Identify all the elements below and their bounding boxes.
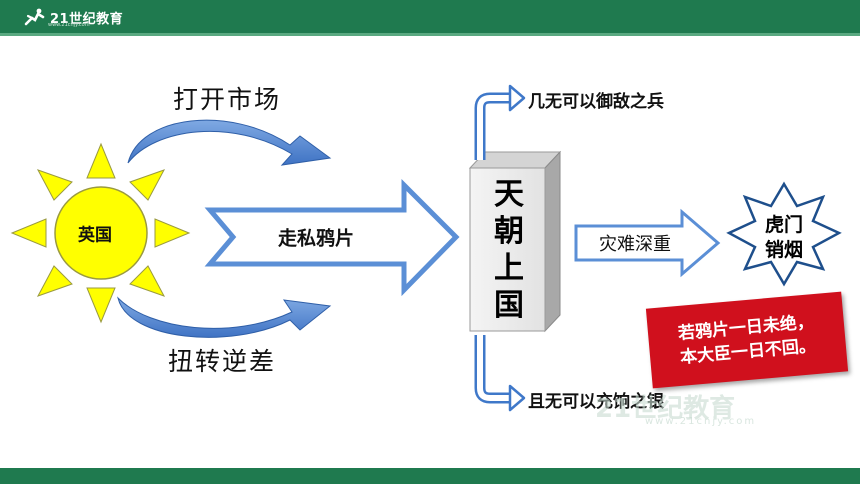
pillar-label: 天 朝 上 国 [478, 170, 540, 330]
top-curved-arrow [127, 119, 332, 166]
sun-icon [54, 186, 148, 280]
star-line: 虎门 [764, 214, 803, 236]
top-curve-label: 打开市场 [172, 85, 282, 114]
pillar-side [544, 150, 561, 333]
pillar-char: 国 [494, 288, 524, 323]
bottom-curve-label: 扭转逆差 [167, 347, 277, 376]
header-divider [0, 33, 860, 36]
star-label: 虎门 销烟 [744, 213, 824, 263]
disaster-arrow [574, 208, 721, 278]
logo-url: www.21cnjy.com [48, 22, 90, 28]
watermark-text: 21世纪教育 [595, 394, 736, 424]
bottom-curved-arrow [117, 296, 332, 338]
pillar-char: 朝 [494, 214, 524, 249]
star-burst [726, 181, 842, 287]
logo-text: 21世纪教育 [50, 11, 124, 27]
sun-label: 英国 [78, 225, 112, 246]
lower-branch-arrow [474, 335, 512, 404]
pillar-front [469, 167, 546, 332]
main-block-arrow [204, 178, 460, 297]
header-bar [0, 0, 860, 33]
lower-branch-label: 且无可以充饷之银 [528, 392, 664, 412]
quote-banner: 若鸦片一日未绝， 本大臣一日不回。 [645, 291, 849, 389]
watermark-url: www.21cnjy.com [645, 416, 757, 427]
upper-branch-arrow [474, 92, 512, 160]
disaster-label: 灾难深重 [599, 234, 671, 255]
star-line: 销烟 [764, 239, 803, 261]
upper-branch-label: 几无可以御敌之兵 [528, 92, 664, 112]
pillar-char: 上 [494, 251, 524, 286]
footer-bar [0, 468, 860, 484]
main-arrow-label: 走私鸦片 [277, 227, 355, 250]
logo: 21世纪教育 [22, 6, 123, 28]
sun-rays [10, 142, 191, 324]
runner-icon [24, 8, 45, 26]
pillar-char: 天 [494, 177, 524, 212]
